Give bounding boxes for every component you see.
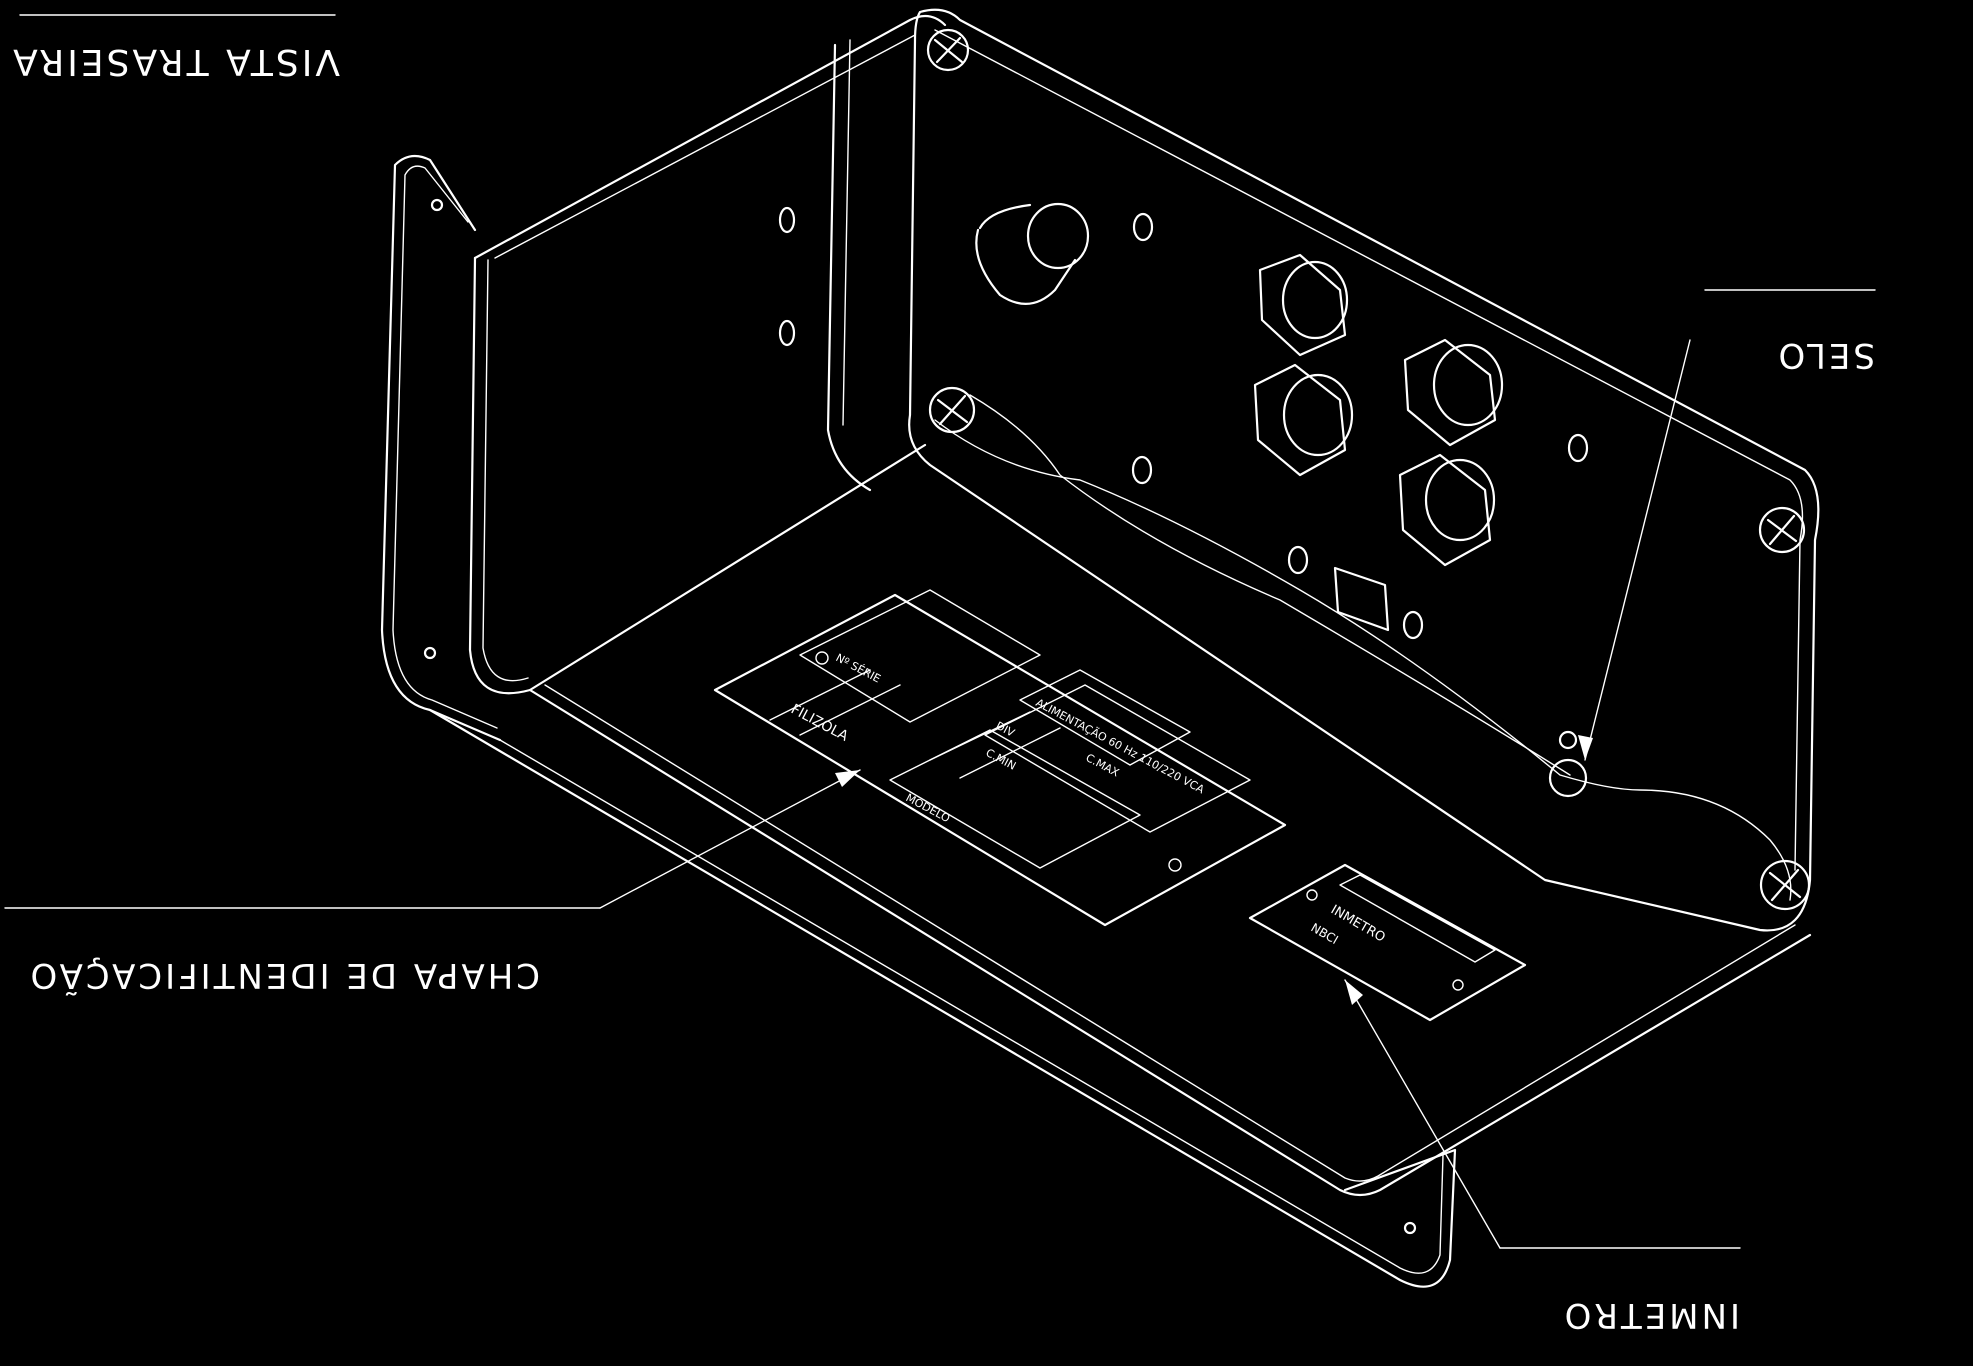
screw-top-left-icon	[926, 28, 970, 72]
id-plate-voltage: ALIMENTAÇÃO 60 Hz 110/220 VCA	[1034, 696, 1207, 796]
cable-gland-knob-icon	[975, 202, 1090, 305]
box-front-corner-edge-2	[842, 39, 851, 426]
id-plate: FILIZOLA MODELO C.MAX C.MIN DIV Nº SÉRIE…	[713, 589, 1287, 927]
box-left-face	[468, 256, 927, 695]
inmetro-plate: INMETRO NBCI	[1248, 863, 1527, 1022]
left-mounting-flange	[380, 154, 502, 742]
callout-inmetro-label: INMETRO	[1562, 1295, 1740, 1335]
connector-4-icon	[1398, 453, 1496, 567]
flange-hole-icon	[423, 646, 437, 660]
side-hole-icon	[778, 319, 796, 347]
screw-mid-left-icon	[928, 386, 976, 434]
box-front-corner-edge	[826, 43, 872, 492]
id-plate-field-cmin: C.MIN	[984, 746, 1018, 773]
screw-bottom-right-icon	[1759, 859, 1811, 911]
rear-panel-outline	[908, 8, 1820, 932]
rear-panel-inner	[934, 29, 1804, 871]
side-hole-icon	[778, 206, 796, 234]
seal-wire-2	[969, 394, 1571, 776]
box-top-inner	[494, 34, 916, 259]
panel-hole-icon	[1287, 545, 1309, 575]
box-top-edge	[473, 14, 947, 260]
box-bottom-face	[528, 688, 1812, 1197]
left-flange-inner-edge	[392, 165, 498, 729]
view-title-text: VISTA TRASEIRA	[10, 41, 340, 82]
bottom-flange-inner	[499, 739, 1444, 1274]
callout-inmetro: INMETRO	[1344, 979, 1741, 1335]
bottom-mounting-flange	[428, 708, 1457, 1288]
callout-chapa: CHAPA DE IDENTIFICAÇÃO	[4, 769, 861, 995]
connector-2-icon	[1253, 363, 1354, 477]
screw-top-right-icon	[1758, 506, 1806, 554]
id-plate-field-cmax: C.MAX	[1084, 751, 1122, 779]
id-plate-field-div: DIV	[994, 719, 1018, 740]
connector-3-icon	[1403, 338, 1504, 447]
box-bottom-face-inner	[544, 684, 1796, 1182]
seal-wire	[934, 419, 1792, 901]
box-left-face-inner	[482, 259, 529, 682]
panel-hole-icon	[1567, 433, 1589, 463]
panel-hole-icon	[1131, 455, 1153, 485]
flange-hole-icon	[1403, 1221, 1417, 1235]
panel-hole-icon	[1402, 610, 1424, 640]
panel-hole-icon	[1132, 212, 1154, 242]
seal-icon	[1548, 730, 1588, 798]
flange-hole-icon	[430, 198, 444, 212]
serial-port-icon	[1333, 566, 1390, 632]
callout-selo: SELO	[1578, 289, 1876, 761]
callout-chapa-label: CHAPA DE IDENTIFICAÇÃO	[28, 955, 541, 995]
view-title: VISTA TRASEIRA	[10, 41, 340, 82]
connector-1-icon	[1258, 253, 1349, 357]
inmetro-plate-sub: NBCI	[1309, 920, 1341, 947]
callout-selo-label: SELO	[1775, 335, 1875, 375]
